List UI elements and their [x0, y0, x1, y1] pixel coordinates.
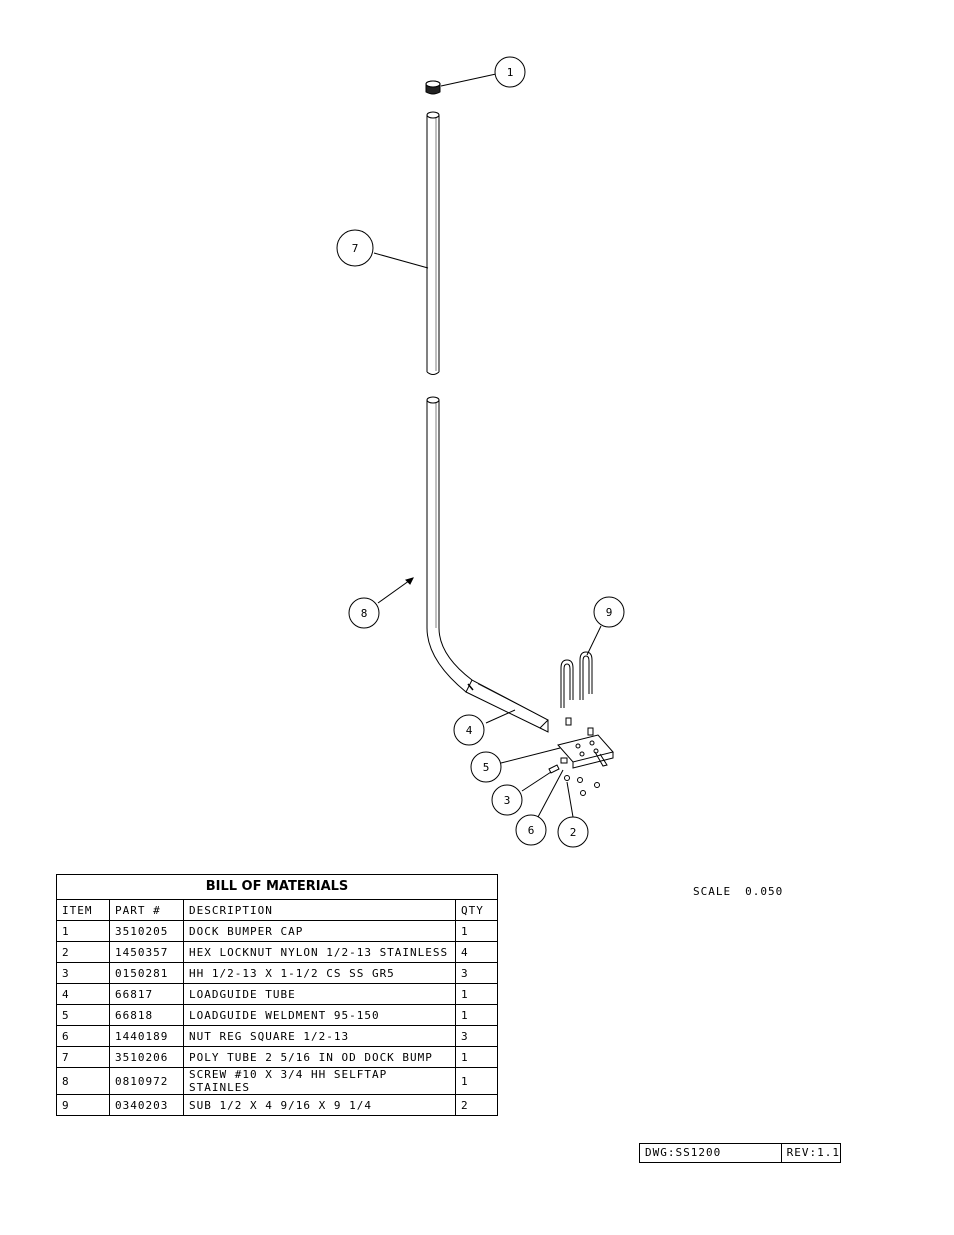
bom-cell-description: LOADGUIDE TUBE: [183, 983, 456, 1005]
bom-cell-part: 0150281: [109, 962, 184, 984]
bom-cell-description: LOADGUIDE WELDMENT 95-150: [183, 1004, 456, 1026]
bom-cell-part: 3510205: [109, 920, 184, 942]
bom-cell-qty: 1: [455, 983, 498, 1005]
bom-cell-qty: 4: [455, 941, 498, 963]
bom-cell-part: 1440189: [109, 1025, 184, 1047]
title-block: DWG:SS1200 REV:1.1: [639, 1143, 841, 1163]
loadguide-tube: [465, 679, 549, 733]
bom-cell-item: 2: [56, 941, 110, 963]
bom-cell-part: 0340203: [109, 1094, 184, 1116]
callout-item-9: 9: [593, 596, 625, 628]
svg-text:9: 9: [606, 606, 613, 619]
svg-text:3: 3: [504, 794, 511, 807]
hardware: [548, 757, 600, 796]
bom-cell-qty: 2: [455, 1094, 498, 1116]
callout-item-6: 6: [515, 814, 547, 846]
bom-cell-item: 8: [56, 1067, 110, 1095]
bom-cell-qty: 3: [455, 962, 498, 984]
bom-cell-description: HEX LOCKNUT NYLON 1/2-13 STAINLESS: [183, 941, 456, 963]
bom-header-item: ITEM: [56, 899, 110, 921]
poly-tube: [426, 111, 440, 375]
bom-cell-qty: 3: [455, 1025, 498, 1047]
bom-cell-item: 3: [56, 962, 110, 984]
callout-item-4: 4: [453, 714, 485, 746]
bom-title: BILL OF MATERIALS: [56, 874, 498, 899]
callout-item-1: 1: [494, 56, 526, 88]
bom-cell-part: 3510206: [109, 1046, 184, 1068]
svg-text:7: 7: [352, 242, 359, 255]
svg-text:8: 8: [361, 607, 368, 620]
bill-of-materials-table: BILL OF MATERIALS ITEM PART # DESCRIPTIO…: [56, 874, 498, 1116]
svg-text:5: 5: [483, 761, 490, 774]
bom-cell-description: SCREW #10 X 3/4 HH SELFTAP STAINLES: [183, 1067, 456, 1095]
revision: REV:1.1: [786, 1146, 840, 1159]
bom-cell-qty: 1: [455, 1067, 498, 1095]
bom-cell-description: HH 1/2-13 X 1-1/2 CS SS GR5: [183, 962, 456, 984]
bom-cell-qty: 1: [455, 920, 498, 942]
bom-cell-item: 7: [56, 1046, 110, 1068]
bom-cell-part: 66818: [109, 1004, 184, 1026]
loadguide-weldment: [557, 717, 614, 769]
drawing-number: DWG:SS1200: [640, 1144, 782, 1162]
callout-item-5: 5: [470, 751, 502, 783]
bom-cell-description: POLY TUBE 2 5/16 IN OD DOCK BUMP: [183, 1046, 456, 1068]
callout-item-8: 8: [348, 597, 380, 629]
scale-label: SCALE: [693, 885, 732, 898]
bom-header-part: PART #: [109, 899, 184, 921]
bom-header-description: DESCRIPTION: [183, 899, 456, 921]
callout-item-7: 7: [336, 229, 374, 267]
scale-note: SCALE 0.050: [693, 885, 783, 898]
dock-bumper-cap: [425, 80, 441, 95]
bom-cell-item: 1: [56, 920, 110, 942]
scale-value: 0.050: [745, 885, 784, 898]
callout-item-3: 3: [491, 784, 523, 816]
curved-tube: [426, 396, 473, 693]
u-bolts: [560, 651, 593, 708]
bom-cell-item: 6: [56, 1025, 110, 1047]
svg-text:2: 2: [570, 826, 577, 839]
bom-cell-part: 66817: [109, 983, 184, 1005]
bom-cell-item: 4: [56, 983, 110, 1005]
leader-lines: [373, 73, 602, 818]
bom-cell-part: 0810972: [109, 1067, 184, 1095]
bom-cell-description: SUB 1/2 X 4 9/16 X 9 1/4: [183, 1094, 456, 1116]
bom-cell-item: 9: [56, 1094, 110, 1116]
svg-text:6: 6: [528, 824, 535, 837]
bom-cell-qty: 1: [455, 1046, 498, 1068]
bom-cell-part: 1450357: [109, 941, 184, 963]
svg-text:4: 4: [466, 724, 473, 737]
bom-cell-item: 5: [56, 1004, 110, 1026]
callout-item-2: 2: [557, 816, 589, 848]
bom-header-row: ITEM PART # DESCRIPTION QTY: [56, 899, 498, 921]
bom-header-qty: QTY: [455, 899, 498, 921]
svg-text:1: 1: [507, 66, 514, 79]
bom-cell-description: DOCK BUMPER CAP: [183, 920, 456, 942]
bom-cell-qty: 1: [455, 1004, 498, 1026]
bom-cell-description: NUT REG SQUARE 1/2-13: [183, 1025, 456, 1047]
